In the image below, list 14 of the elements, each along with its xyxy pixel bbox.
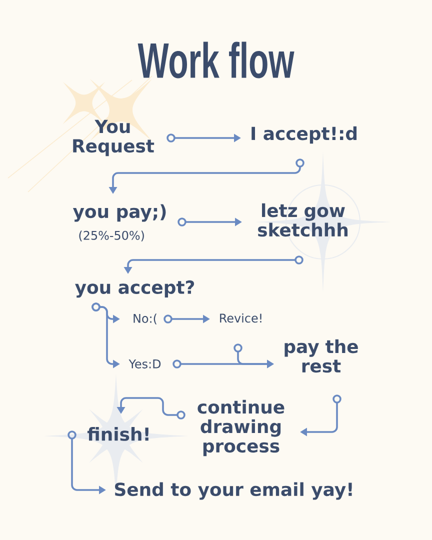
step-text: you pay;)	[72, 204, 166, 222]
option-text: Yes:D	[128, 360, 161, 368]
title: Work flow	[138, 42, 294, 78]
step-text: finish!	[87, 427, 148, 441]
step-text: I accept!:d	[252, 126, 357, 144]
step-text: you accept?	[75, 280, 194, 298]
step-text: Revice!	[220, 313, 262, 323]
step-text: You Request	[73, 120, 154, 156]
option-text: No:(	[134, 314, 157, 324]
step-text: letz gow sketchhh	[258, 203, 348, 237]
step-text: continue drawing process	[198, 400, 284, 456]
step-text: Send to your email yay!	[115, 482, 352, 500]
percentage-note: (25%-50%)	[79, 230, 144, 242]
step-text: pay the rest	[284, 339, 358, 373]
